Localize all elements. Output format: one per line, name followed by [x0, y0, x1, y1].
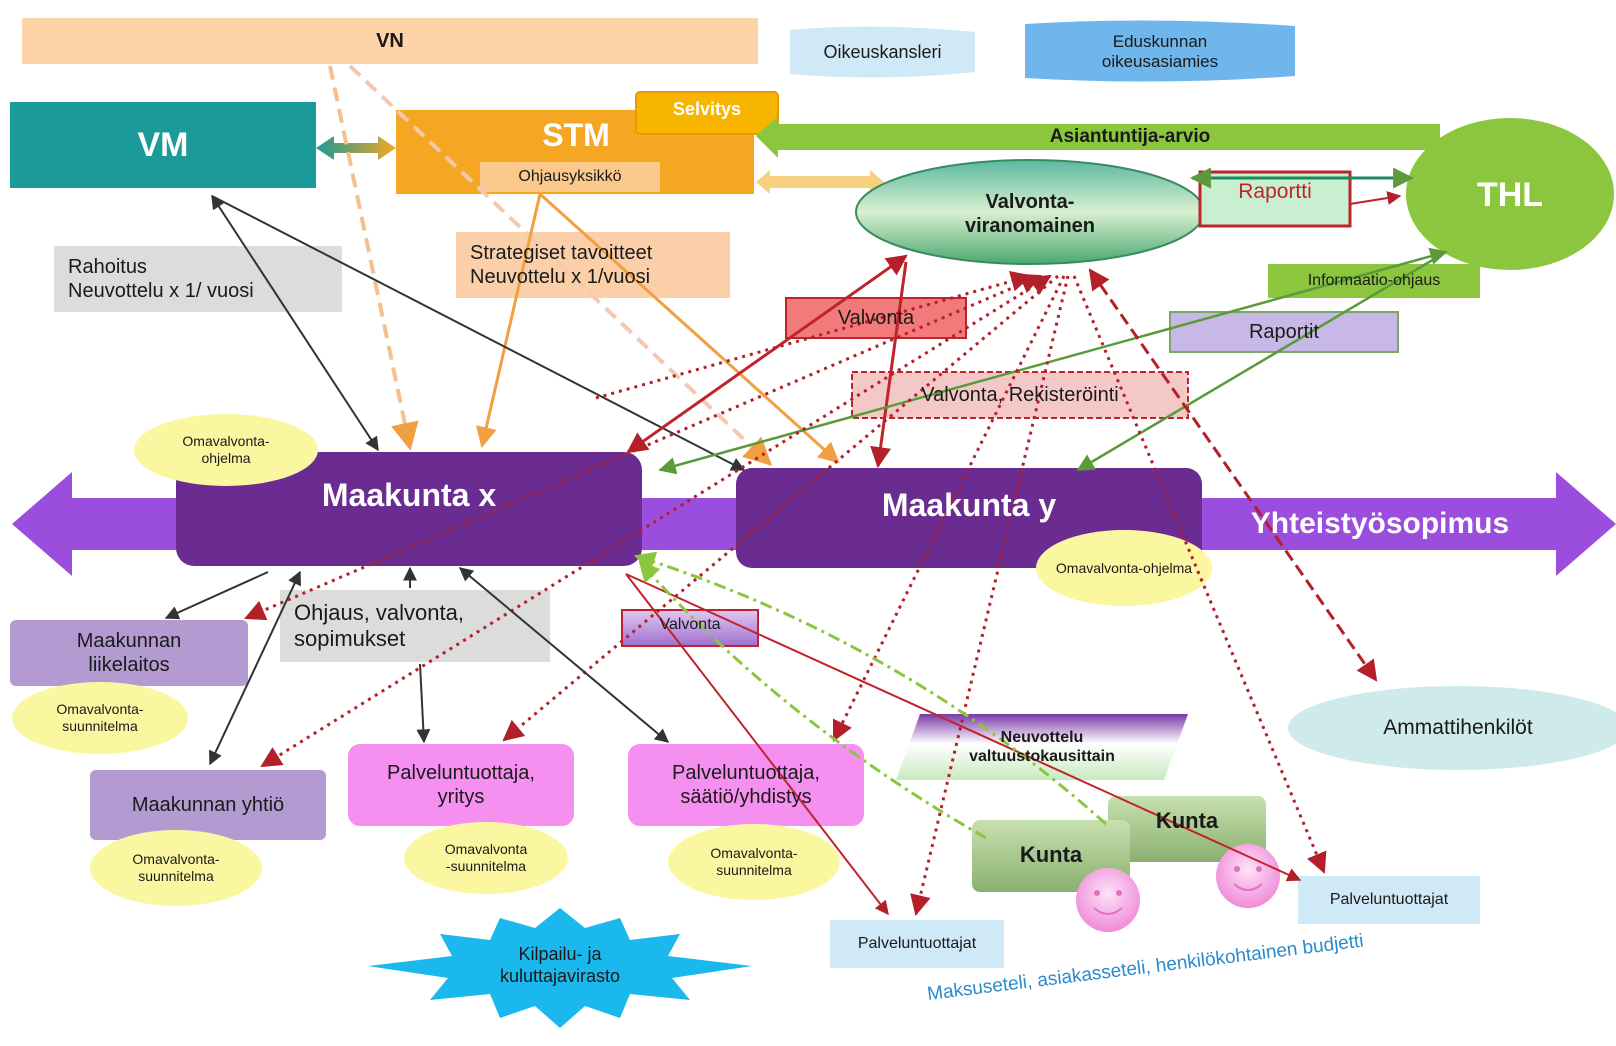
vn-banner: [22, 18, 758, 64]
eduskunnan-oikeusasiamies-banner: [1025, 20, 1295, 82]
dotted-saatio-arrow: [832, 275, 1066, 742]
dotted-palveluntuottajat-1-arrow: [910, 275, 1070, 917]
palveluntuottajat-1-label: Palveluntuottajat: [857, 935, 977, 953]
maakunnan-yhtio-box: [90, 770, 326, 840]
smiley-eye-icon: [1234, 866, 1240, 872]
ohjaus-liikelaitos-arrow: [164, 571, 269, 620]
smiley-icon: [1216, 844, 1280, 908]
valvontaviranomainen-label: Valvonta-viranomainen: [964, 191, 1096, 237]
neuvottelu-label: Neuvottelu valtuustokausittain: [969, 728, 1115, 765]
thl-ellipse: [1406, 118, 1614, 270]
vm-label: VM: [137, 125, 189, 164]
kunta-maakunta-dashdot-arrow-2: [638, 560, 987, 840]
palveluntuottajat-2-label: Palveluntuottajat: [1329, 891, 1449, 909]
ohjaus-yhtio-arrow: [209, 570, 301, 766]
omavalvonta-suunnitelma-2-ellipse: [90, 830, 262, 906]
raportit-label: Raportit: [1248, 321, 1320, 343]
valvonta-rekisterointi-label: Valvonta, Rekisteröinti: [921, 384, 1119, 406]
smiley-mouth-icon: [1093, 907, 1123, 915]
palveluntuottajat-1-box: [830, 920, 1004, 968]
yhteistyosopimus-label: Yhteistyösopimus: [1250, 507, 1510, 540]
dotted-yhtio-arrow: [260, 274, 1052, 768]
omavalvonta-suunnitelma-4-label: Omavalvonta- suunnitelma: [710, 845, 798, 878]
dotted-palveluntuottajat-2-arrow: [1072, 275, 1327, 874]
stm-label: STM: [542, 116, 610, 153]
valvonta-mid-label: Valvonta: [659, 616, 721, 634]
kunta-2-label: Kunta: [1155, 807, 1219, 833]
smiley-eye-icon: [1256, 866, 1262, 872]
vn-maakunta-y-arrow: [348, 64, 773, 466]
eduskunnan-oikeusasiamies-label: Eduskunnan oikeusasiamies: [1101, 31, 1219, 71]
rahoitus-label: Rahoitus Neuvottelu x 1/ vuosi: [68, 256, 254, 302]
omavalvonta-ohjelma-y-label: Omavalvonta-ohjelma: [1055, 559, 1193, 576]
smiley-eye-icon: [1116, 890, 1122, 896]
maakunta-palveluntuottajat-1-arrow: [625, 573, 889, 916]
ohjaus-yritys-arrow: [416, 663, 431, 744]
raportti-label: Raportti: [1238, 180, 1312, 204]
kilpailu-label: Kilpailu- ja kuluttajavirasto: [499, 944, 621, 986]
oikeuskansleri-banner: [790, 26, 975, 78]
maakunnan-yhtio-label: Maakunnan yhtiö: [131, 794, 285, 816]
palveluntuottajat-2-box: [1298, 876, 1480, 924]
ohjaus-valvonta-label: Ohjaus, valvonta, sopimukset: [294, 599, 464, 651]
smiley-icon: [1076, 868, 1140, 932]
omavalvonta-suunnitelma-3-label: Omavalvonta -suunnitelma: [444, 841, 528, 874]
omavalvonta-suunnitelma-3-ellipse: [404, 822, 568, 894]
kunta-maakunta-dashdot-arrow: [633, 551, 1107, 826]
selvitys-box: [635, 91, 779, 135]
maakunta-y-label: Maakunta y: [881, 486, 1057, 523]
raportti-thl-arrow: [1349, 191, 1402, 205]
stm-valvoja-arrow: [756, 170, 884, 194]
dashed-ammattihenkilot-arrow: [1088, 268, 1378, 682]
ohjausyksikko-box: [480, 162, 660, 192]
strategiset-label: Strategiset tavoitteet Neuvottelu x 1/vu…: [470, 242, 653, 288]
smiley-eye-icon: [1094, 890, 1100, 896]
maakunta-x-label: Maakunta x: [321, 476, 497, 513]
palveluntuottaja-saatio-label: Palveluntuottaja, säätiö/yhdistys: [672, 762, 820, 808]
vm-stm-arrow: [316, 136, 396, 160]
vm-maakunta-x-arrow: [211, 194, 379, 452]
selvitys-label: Selvitys: [672, 99, 742, 120]
thl-label: THL: [1476, 175, 1544, 214]
informaatio-ohjaus-label: Informaatio-ohjaus: [1307, 272, 1441, 290]
palveluntuottaja-yritys-label: Palveluntuottaja, yritys: [387, 762, 535, 808]
asiantuntija-arvio-label: Asiantuntija-arvio: [1049, 125, 1211, 147]
kunta-1-label: Kunta: [1019, 841, 1083, 867]
maakunta-palveluntuottajat-2-arrow: [625, 573, 1302, 882]
vn-label: VN: [376, 30, 404, 52]
ammattihenkilot-ellipse: [1288, 686, 1616, 770]
omavalvonta-suunnitelma-2-label: Omavalvonta-suunnitelma: [132, 851, 220, 884]
maakunnan-liikelaitos-label: Maakunnan liikelaitos: [76, 630, 182, 676]
ammattihenkilot-label: Ammattihenkilöt: [1383, 716, 1533, 740]
omavalvonta-suunnitelma-4-ellipse: [668, 824, 840, 900]
omavalvonta-suunnitelma-1-ellipse: [12, 682, 188, 754]
valvonta-top-label: Valvonta: [837, 307, 915, 329]
vm-box: [10, 102, 316, 188]
valvoja-maakunta-y-arrow: [870, 261, 908, 469]
maakunnan-liikelaitos-box: [10, 620, 248, 686]
oikeuskansleri-label: Oikeuskansleri: [823, 42, 942, 63]
ohjaus-saatio-arrow: [458, 567, 670, 743]
asiantuntija-arvio-band: [756, 116, 1440, 158]
smiley-mouth-icon: [1233, 883, 1263, 891]
omavalvonta-ohjelma-x-label: Omavalvonta-ohjelma: [182, 433, 270, 466]
ohjausyksikko-label: Ohjausyksikkö: [518, 168, 622, 186]
kilpailu-starburst: [368, 908, 752, 1028]
omavalvonta-suunnitelma-1-label: Omavalvonta-suunnitelma: [56, 701, 144, 734]
